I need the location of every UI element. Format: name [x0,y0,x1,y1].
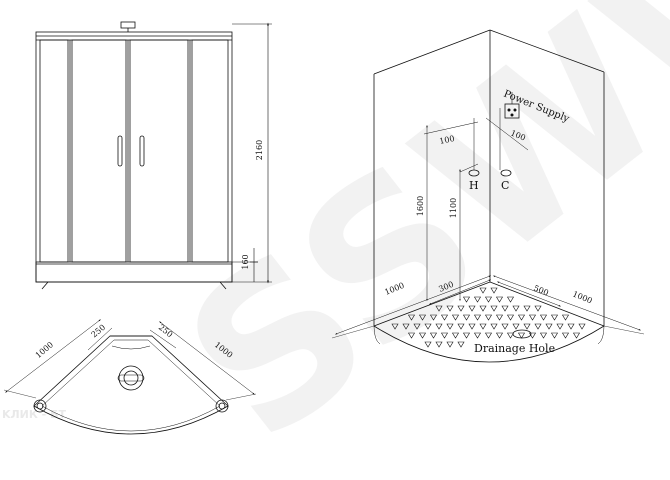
floor-triangle [407,332,416,339]
dim-height-2160: 2160 [255,140,264,160]
floor-triangle [512,305,520,312]
label-drainage-hole: Drainage Hole [474,342,555,355]
door-handle-left [117,135,123,167]
floor-triangle [539,332,548,339]
floor-triangle [462,332,471,339]
floor-triangle [550,314,559,321]
watermark-corner-text: KЛИК - БТ [2,408,66,421]
corner-foot-left [33,399,47,413]
floor-triangle [424,323,432,330]
floor-triangle [490,323,498,330]
floor-triangle [484,314,493,321]
top-view [3,319,257,435]
shower-head [120,21,136,29]
floor-triangle [473,296,482,303]
floor-triangle [407,314,416,321]
cabin-outer-frame [35,31,233,283]
floor-triangle [418,332,427,339]
floor-triangle [495,296,504,303]
floor-triangle [561,314,570,321]
floor-triangle [545,323,553,330]
floor-triangle [539,314,548,321]
hot-water-outlet [468,169,480,177]
cold-water-outlet [500,169,512,177]
floor-triangle [567,323,575,330]
floor-triangle [490,287,498,294]
front-view [35,21,272,290]
floor-triangle [517,332,526,339]
dim-top-250-a: 250 [90,323,107,340]
floor-triangle [440,314,449,321]
floor-triangle [484,332,493,339]
watermark-text: SSWW [143,0,670,480]
floor-triangle [479,305,487,312]
floor-triangle [462,314,471,321]
floor-triangle [534,323,542,330]
isometric-view [331,29,645,363]
floor-triangle [446,323,454,330]
floor-triangle [457,305,465,312]
floor-triangle [528,332,537,339]
floor-triangle [506,314,515,321]
floor-triangle [473,314,482,321]
floor-triangle [402,323,410,330]
corner-foot-right [215,399,229,413]
floor-triangle [418,314,427,321]
floor-triangle [506,296,515,303]
floor-triangle [413,323,421,330]
floor-triangle [501,305,509,312]
floor-triangle [446,341,454,348]
floor-triangle [479,287,487,294]
floor-triangle [495,314,504,321]
floor-triangle [506,332,515,339]
tray-base [35,261,233,283]
floor-triangle [523,323,531,330]
dim-iso-1000-right: 1000 [571,290,593,306]
floor-triangle [468,305,476,312]
floor-triangle [462,296,471,303]
label-hot: H [469,179,479,192]
floor-triangle [468,323,476,330]
floor-triangle [457,341,465,348]
floor-triangle [457,323,465,330]
floor-tray-front [373,325,605,363]
floor-triangle [517,314,526,321]
dim-base-160: 160 [241,254,250,269]
floor-triangle [572,332,581,339]
floor-triangle [435,341,443,348]
floor-triangle [534,305,542,312]
floor-triangle [512,323,520,330]
dim-iso-100-left: 100 [439,134,456,146]
floor-triangle [429,332,438,339]
floor-triangle [446,305,454,312]
floor-triangle [501,323,509,330]
floor-triangle [440,332,449,339]
floor-triangle [495,332,504,339]
floor-triangle [435,323,443,330]
floor-triangle [473,332,482,339]
dim-iso-1600: 1600 [416,196,425,216]
floor-triangle [556,323,564,330]
floor-triangle [435,305,443,312]
label-cold: C [501,179,509,192]
floor-triangle [561,332,570,339]
floor-triangle [578,323,586,330]
floor-triangle [451,332,460,339]
floor-triangle [490,305,498,312]
floor-triangle [424,341,432,348]
door-handle-right [139,135,145,167]
floor-triangle [484,296,493,303]
floor-triangle [451,314,460,321]
top-drain [118,365,144,391]
floor-triangle [479,323,487,330]
dim-iso-1100: 1100 [449,198,458,218]
floor-triangle [391,323,399,330]
floor-triangle [528,314,537,321]
floor-triangle [429,314,438,321]
floor-triangle [550,332,559,339]
floor-triangle [523,305,531,312]
floor-triangle-pattern [391,287,586,348]
